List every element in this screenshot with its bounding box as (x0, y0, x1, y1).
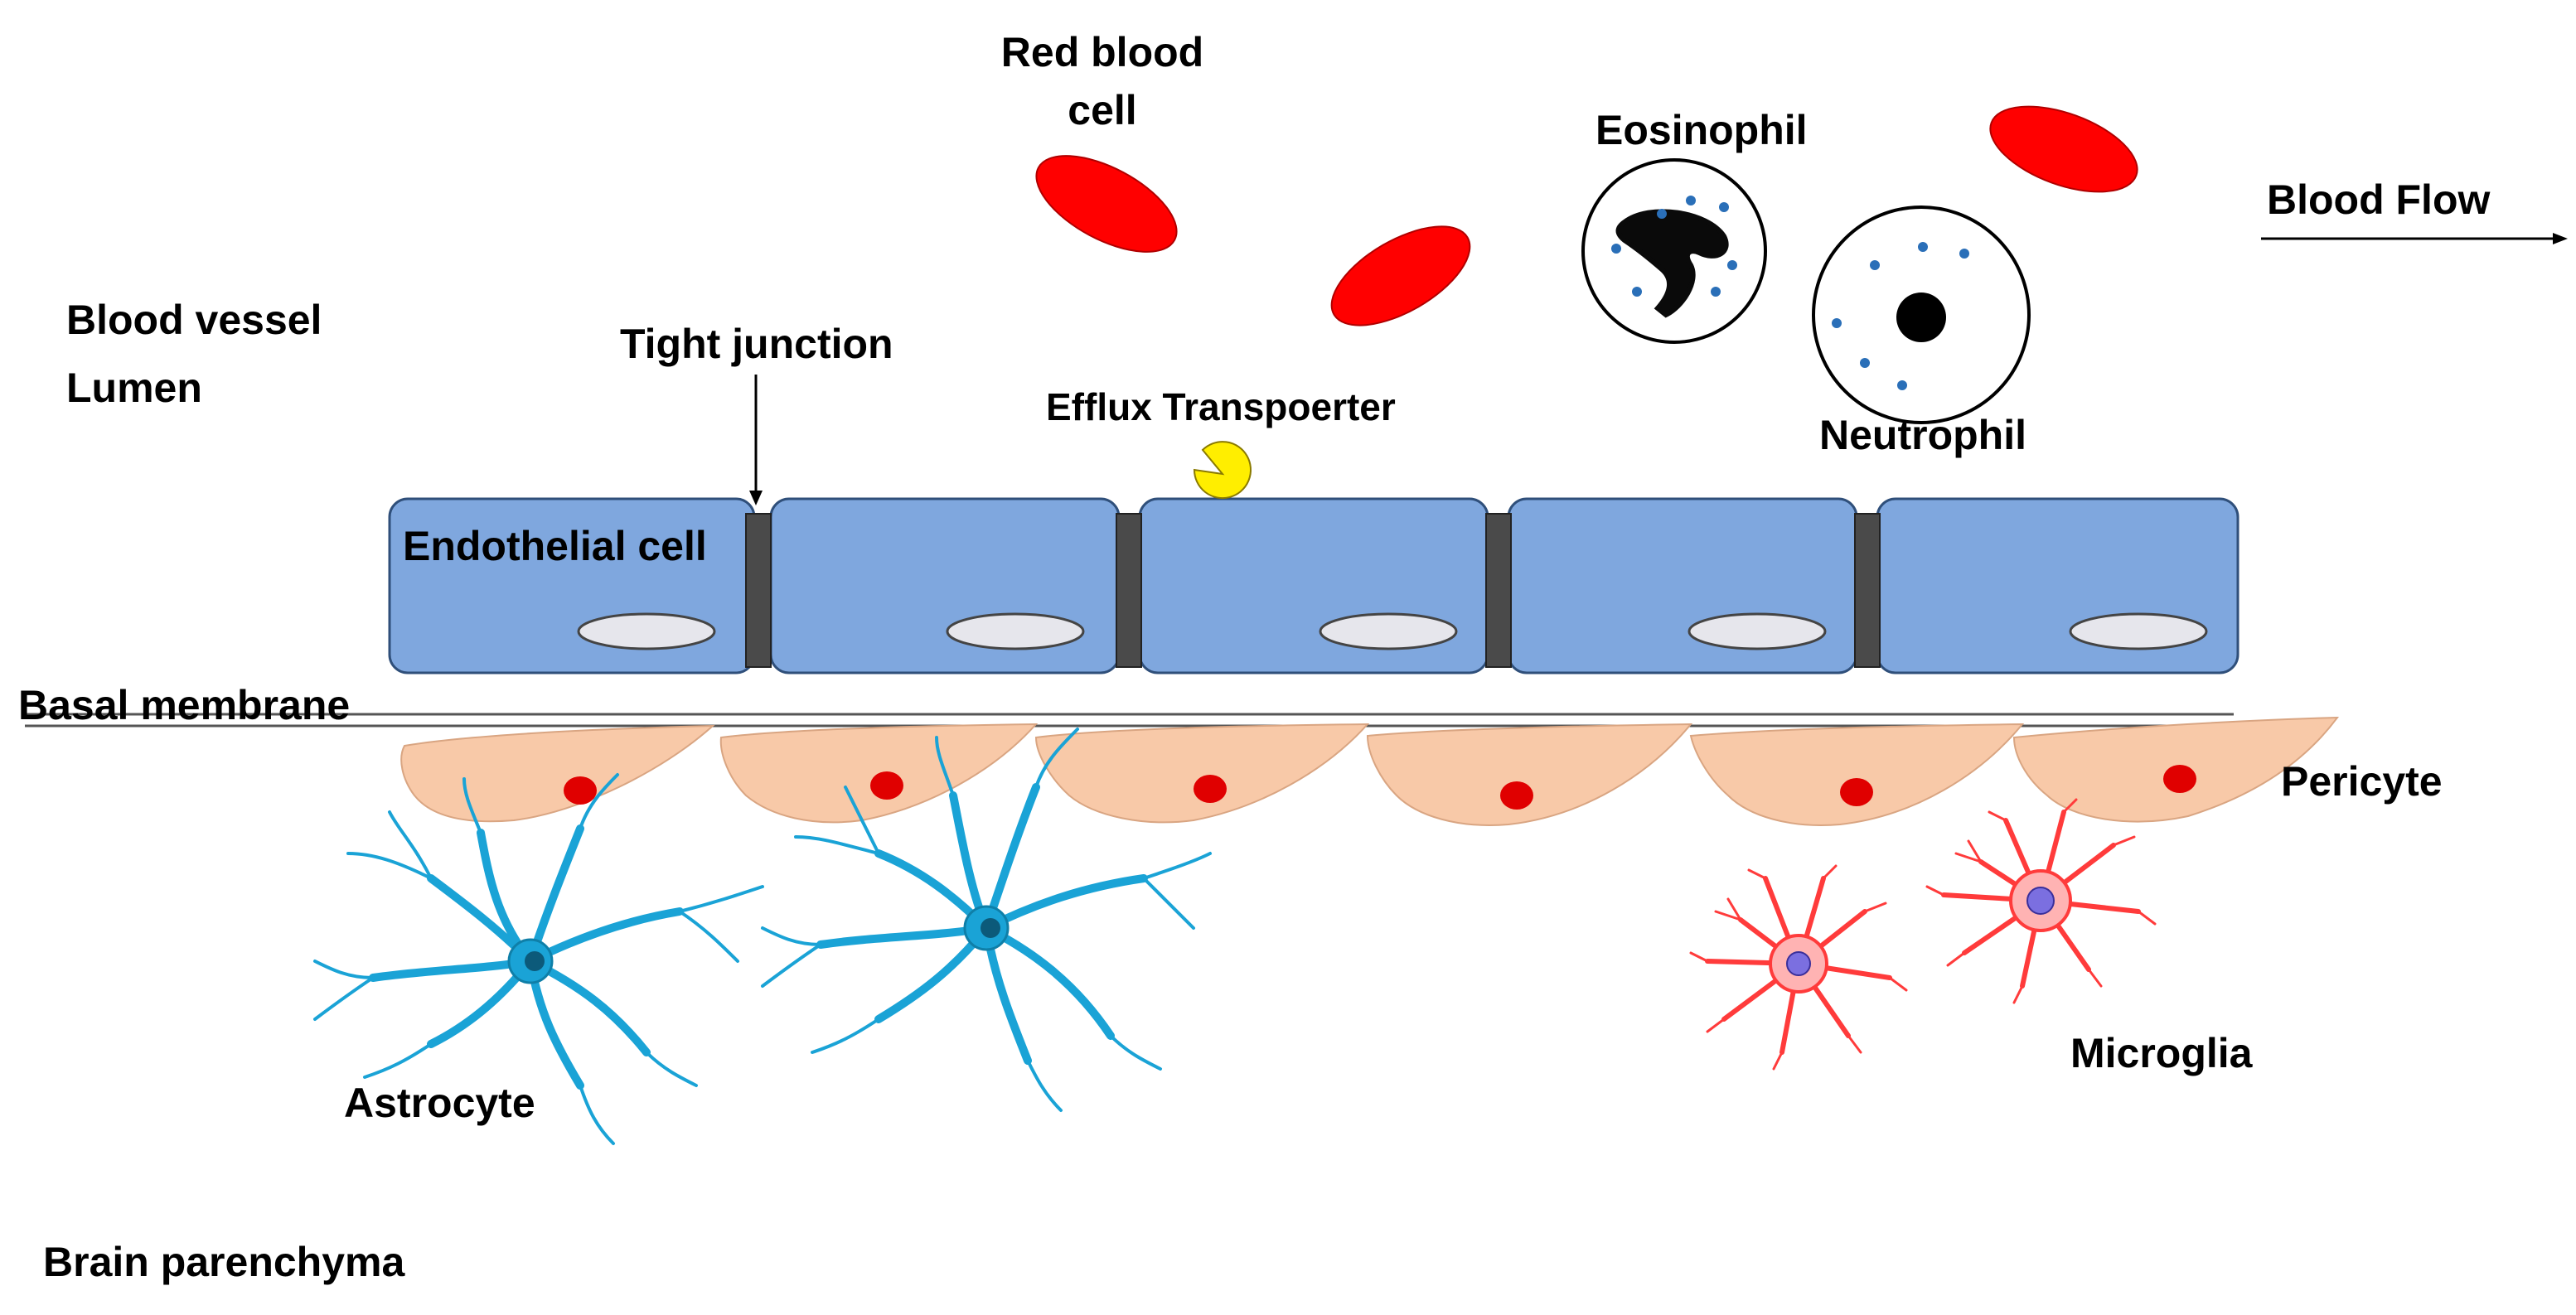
label-neutrophil: Neutrophil (1819, 412, 2026, 458)
label-eosinophil: Eosinophil (1595, 107, 1808, 153)
red-blood-cells (1035, 105, 2138, 326)
label-red-blood-cell: Red blood cell (1000, 29, 1204, 133)
endothelial-cell (769, 497, 1121, 674)
label-efflux-transporter: Efflux Transpoerter (1046, 385, 1396, 428)
endothelial-cell (1507, 497, 1858, 674)
tight-junction (1116, 513, 1142, 668)
pericyte-layer (400, 716, 2340, 826)
endothelial-nucleus (1687, 612, 1827, 650)
label-pericyte: Pericyte (2281, 758, 2443, 805)
endothelial-layer (388, 497, 2239, 674)
endothelial-nucleus (946, 612, 1085, 650)
pericyte (1689, 723, 2025, 826)
neutrophil-cell (1812, 205, 2031, 424)
label-endothelial-cell: Endothelial cell (403, 523, 707, 569)
arrow-down-icon (749, 375, 763, 505)
label-tight-junction: Tight junction (620, 321, 893, 367)
tight-junction (1485, 513, 1512, 668)
basal-membrane (25, 713, 2234, 728)
red-blood-cell (1989, 105, 2138, 193)
endothelial-nucleus (2069, 612, 2208, 650)
astrocyte (761, 728, 1212, 1112)
red-blood-cell (1330, 225, 1471, 326)
microglia (1689, 864, 1908, 1071)
label-basal-membrane: Basal membrane (18, 682, 351, 728)
label-lumen: Lumen (66, 365, 202, 411)
eosinophil-cell (1581, 158, 1767, 344)
label-blood-vessel: Blood vessel (66, 297, 322, 343)
microglia (1925, 798, 2157, 1004)
efflux-transporter-icon (1193, 441, 1252, 500)
endothelial-nucleus (1319, 612, 1458, 650)
label-blood-flow: Blood Flow (2267, 176, 2491, 223)
label-brain-parenchyma: Brain parenchyma (43, 1239, 405, 1285)
label-astrocyte: Astrocyte (344, 1080, 535, 1126)
pericyte (719, 723, 1039, 824)
endothelial-nucleus (577, 612, 716, 650)
label-microglia: Microglia (2070, 1030, 2253, 1076)
endothelial-cell (1138, 497, 1489, 674)
pericyte (1034, 723, 1370, 824)
pericyte (1366, 723, 1693, 826)
arrow-right-icon (2261, 233, 2568, 244)
tight-junction (745, 513, 772, 668)
tight-junction (1854, 513, 1881, 668)
endothelial-cell (1876, 497, 2239, 674)
pericyte (400, 724, 715, 823)
astrocyte (313, 773, 764, 1145)
pericyte (2012, 716, 2340, 823)
red-blood-cell (1035, 155, 1178, 253)
